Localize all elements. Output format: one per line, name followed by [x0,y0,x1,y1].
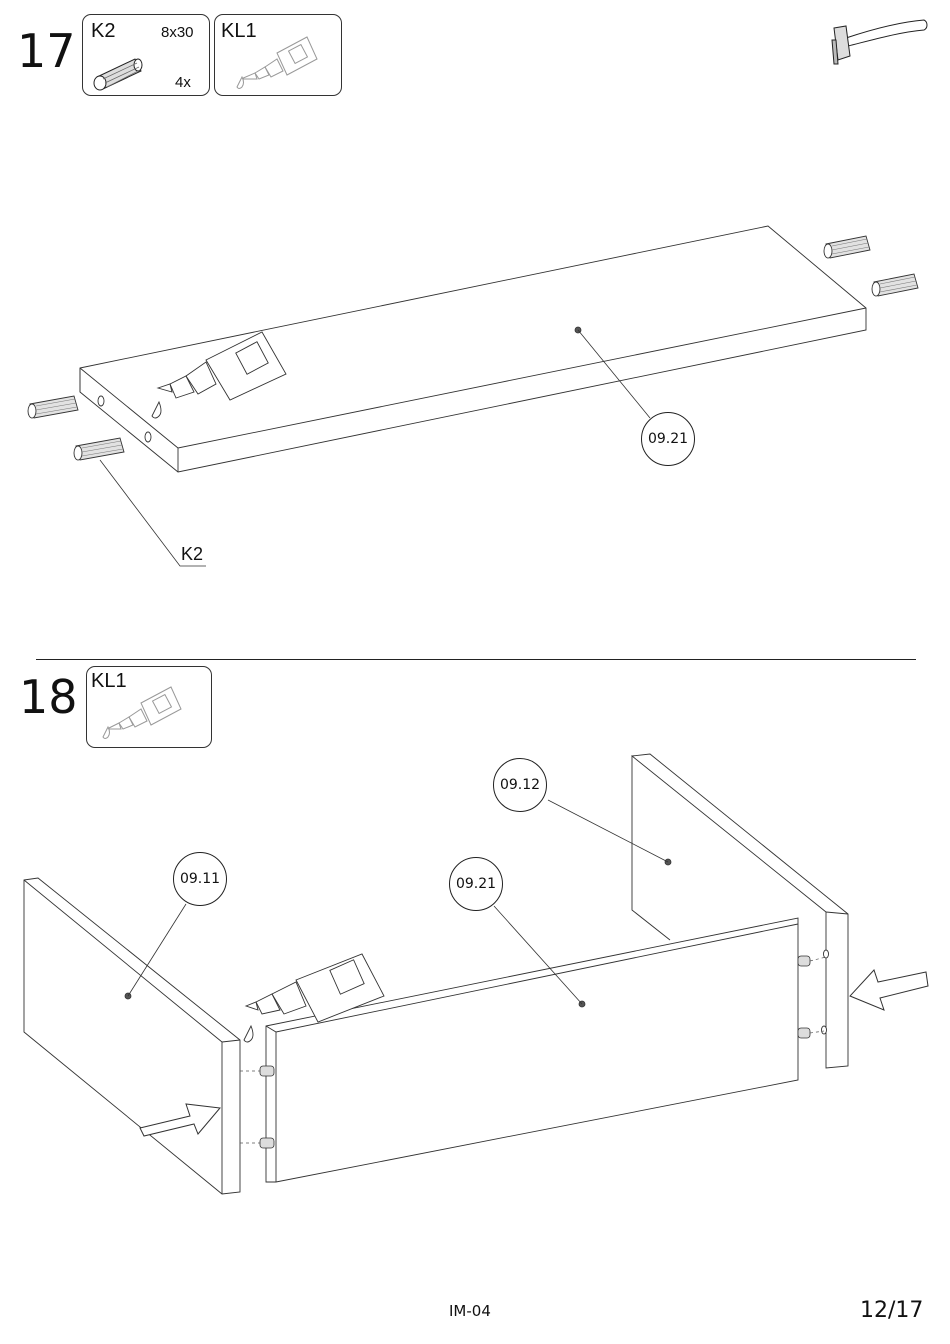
dowel-icon [260,1066,274,1076]
callout-09-21: 09.21 [449,857,503,911]
arrow-left-icon [850,970,928,1010]
dowel-icon [798,1028,810,1038]
callout-09-12: 09.12 [493,758,547,812]
callout-09-11: 09.11 [173,852,227,906]
dowel-icon [798,956,810,966]
page-number: 12/17 [860,1298,923,1323]
dowel-icon [260,1138,274,1148]
panel-09-11 [24,878,240,1194]
document-code: IM-04 [449,1302,491,1320]
panel-09-21 [266,918,798,1182]
